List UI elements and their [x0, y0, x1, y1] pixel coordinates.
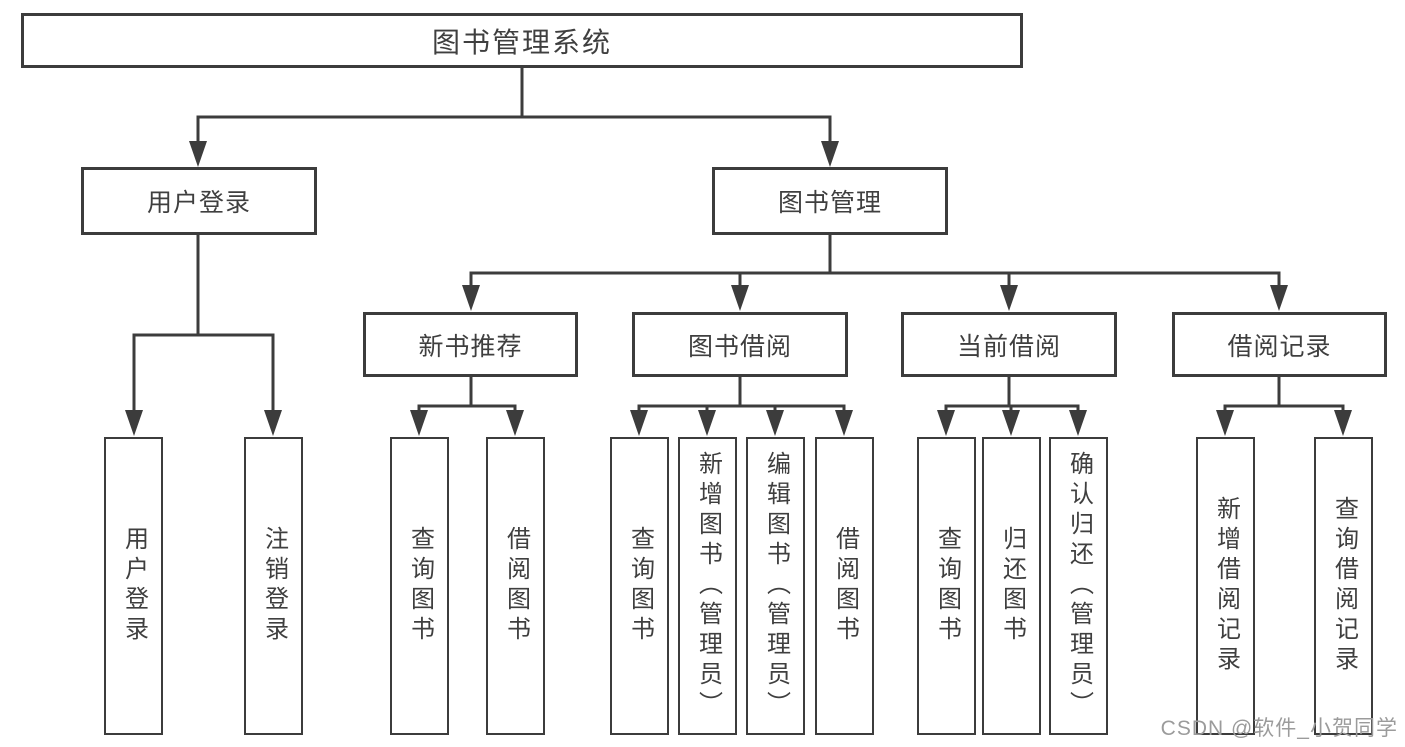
- arrow-down-icon: [937, 410, 955, 436]
- connector-borrow-to-leaves: [630, 377, 853, 436]
- leaf-user-login: 用户登录: [104, 437, 163, 735]
- arrow-down-icon: [698, 410, 716, 436]
- leaf-edit-book-admin: 编辑图书（管理员）: [746, 437, 805, 735]
- arrow-down-icon: [1002, 410, 1020, 436]
- arrow-down-icon: [766, 410, 784, 436]
- leaf-logout: 注销登录: [244, 437, 303, 735]
- node-user-login: 用户登录: [81, 167, 317, 235]
- leaf-query-books-recommend: 查询图书: [390, 437, 449, 735]
- arrow-down-icon: [1216, 410, 1234, 436]
- connector-login-to-leaves: [125, 235, 282, 436]
- leaf-borrow-books: 借阅图书: [815, 437, 874, 735]
- node-book-borrow: 图书借阅: [632, 312, 848, 377]
- leaf-add-borrow-record: 新增借阅记录: [1196, 437, 1255, 735]
- connector-records-to-leaves: [1216, 377, 1352, 436]
- arrow-down-icon: [264, 410, 282, 436]
- arrow-down-icon: [125, 410, 143, 436]
- arrow-down-icon: [835, 410, 853, 436]
- arrow-down-icon: [821, 141, 839, 167]
- node-book-management: 图书管理: [712, 167, 948, 235]
- leaf-query-borrow-record: 查询借阅记录: [1314, 437, 1373, 735]
- connector-management-to-level3: [462, 235, 1288, 311]
- node-current-borrow: 当前借阅: [901, 312, 1117, 377]
- arrow-down-icon: [731, 285, 749, 311]
- arrow-down-icon: [1000, 285, 1018, 311]
- leaf-confirm-return-admin: 确认归还（管理员）: [1049, 437, 1108, 735]
- arrow-down-icon: [1334, 410, 1352, 436]
- connector-recommend-to-leaves: [410, 377, 524, 436]
- leaf-return-book: 归还图书: [982, 437, 1041, 735]
- node-new-book-recommend: 新书推荐: [363, 312, 578, 377]
- node-root: 图书管理系统: [21, 13, 1023, 68]
- connector-root-to-level2: [189, 68, 839, 167]
- arrow-down-icon: [1270, 285, 1288, 311]
- arrow-down-icon: [189, 141, 207, 167]
- connector-current-to-leaves: [937, 377, 1087, 436]
- leaf-add-book-admin: 新增图书（管理员）: [678, 437, 737, 735]
- arrow-down-icon: [410, 410, 428, 436]
- arrow-down-icon: [1069, 410, 1087, 436]
- csdn-watermark: CSDN @软件_小贺同学: [1160, 717, 1398, 740]
- arrow-down-icon: [462, 285, 480, 311]
- leaf-query-books-current: 查询图书: [917, 437, 976, 735]
- leaf-borrow-books-recommend: 借阅图书: [486, 437, 545, 735]
- leaf-query-books-borrow: 查询图书: [610, 437, 669, 735]
- node-borrow-records: 借阅记录: [1172, 312, 1387, 377]
- arrow-down-icon: [630, 410, 648, 436]
- arrow-down-icon: [506, 410, 524, 436]
